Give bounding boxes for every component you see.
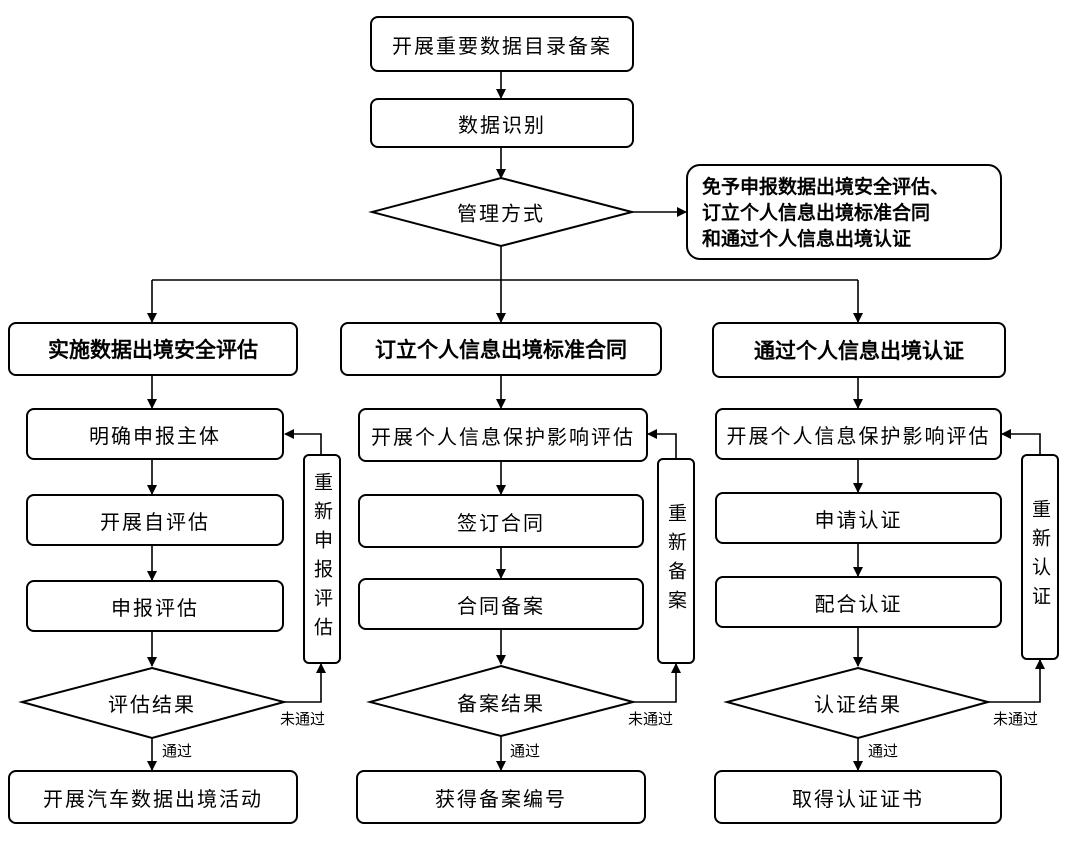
branch-1-title: 实施数据出境安全评估 — [8, 322, 298, 376]
decision-diamond-1 — [18, 666, 288, 740]
branch-2-retry-box: 重新备案 — [657, 458, 695, 664]
branch-2-step-1: 开展个人信息保护影响评估 — [358, 408, 648, 462]
branch-3-final: 取得认证证书 — [714, 770, 1002, 824]
exemption-note-line-2: 订立个人信息出境标准合同 — [702, 202, 931, 224]
branch-2-pass-label: 通过 — [510, 742, 541, 760]
exemption-note-line-3: 和通过个人信息出境认证 — [702, 228, 912, 250]
branch-2-fail-label: 未通过 — [628, 710, 674, 728]
branch-1-step-2: 开展自评估 — [26, 494, 284, 546]
branch-1-fail-label: 未通过 — [280, 710, 326, 728]
branch-3-step-3: 配合认证 — [715, 576, 1002, 628]
branch-1-decision-label: 评估结果 — [108, 692, 196, 717]
exemption-note: 免予申报数据出境安全评估、 订立个人信息出境标准合同 和通过个人信息出境认证 — [686, 164, 1002, 260]
branch-1-step-3: 申报评估 — [26, 580, 284, 632]
branch-2-final: 获得备案编号 — [356, 770, 646, 824]
branch-2-step-2: 签订合同 — [358, 494, 644, 548]
step-important-data-catalog-filing: 开展重要数据目录备案 — [370, 16, 634, 72]
branch-2-retry-text: 重新备案 — [665, 503, 687, 619]
branch-3-step-2: 申请认证 — [715, 492, 1002, 544]
branch-1-retry-text: 重新申报评估 — [311, 472, 333, 646]
step-data-identification: 数据识别 — [370, 98, 634, 148]
branch-3-pass-label: 通过 — [868, 742, 899, 760]
branch-3-retry-box: 重新认证 — [1021, 454, 1059, 660]
decision-diamond-2 — [366, 664, 637, 738]
decision-diamond-top — [368, 176, 636, 248]
branch-3-fail-label: 未通过 — [993, 710, 1039, 728]
branch-3-retry-text: 重新认证 — [1029, 499, 1051, 615]
decision-management-method: 管理方式 — [457, 201, 545, 226]
branch-1-retry-box: 重新申报评估 — [303, 454, 341, 664]
branch-3-step-1: 开展个人信息保护影响评估 — [715, 408, 1002, 460]
branch-2-decision-label: 备案结果 — [457, 691, 545, 716]
branch-3-title: 通过个人信息出境认证 — [712, 322, 1006, 378]
branch-1-final: 开展汽车数据出境活动 — [8, 770, 298, 824]
branch-2-title: 订立个人信息出境标准合同 — [340, 322, 662, 376]
branch-2-step-3: 合同备案 — [358, 578, 644, 630]
exemption-note-line-1: 免予申报数据出境安全评估、 — [702, 176, 950, 198]
branch-1-pass-label: 通过 — [162, 742, 193, 760]
branch-3-decision-label: 认证结果 — [814, 692, 902, 717]
branch-1-step-1: 明确申报主体 — [26, 408, 284, 460]
decision-diamond-3 — [723, 666, 992, 740]
